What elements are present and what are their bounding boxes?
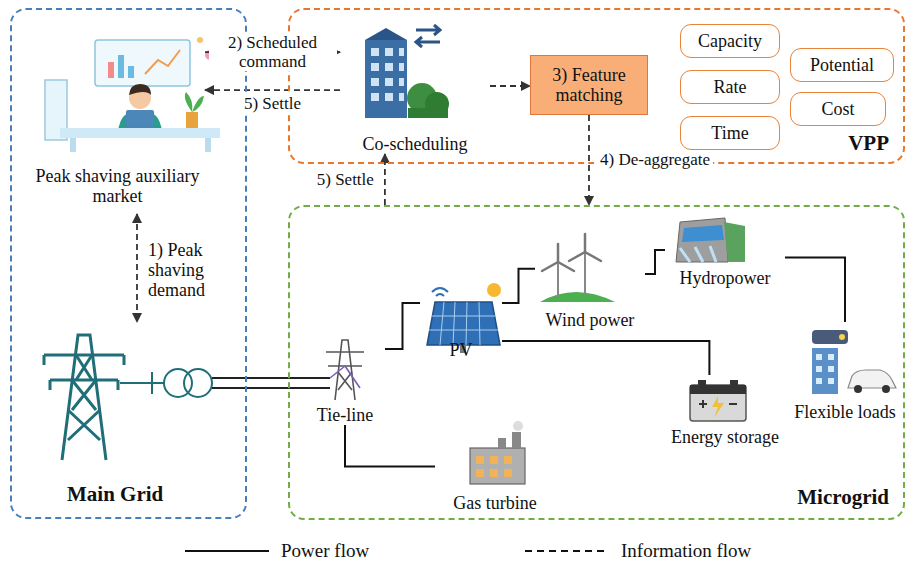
legend-item: Information flow — [525, 539, 751, 563]
feature-chip: Rate — [680, 70, 780, 104]
information-flow-line — [205, 89, 340, 91]
feature-chip: Time — [680, 116, 780, 150]
legend-text: Information flow — [621, 540, 751, 562]
main-grid-region: Main Grid Peak shaving auxiliary market — [10, 8, 247, 519]
battery-icon — [690, 380, 746, 421]
legend-text: Power flow — [281, 540, 369, 562]
legend-item: Power flow — [185, 539, 369, 563]
hydro-node: Hydropower — [665, 212, 785, 288]
power-flow-line — [345, 425, 435, 467]
gas-turbine-icon — [470, 421, 525, 484]
vpp-region: VPP Co-scheduling 3) Feature matching Capac… — [288, 8, 905, 164]
co-scheduling-icon — [365, 25, 449, 118]
transmission-tower — [44, 335, 124, 460]
node-label: PV — [449, 340, 472, 360]
node-label: Co-scheduling — [363, 134, 468, 154]
demand-arrow — [136, 214, 138, 322]
node-label: Rate — [714, 77, 747, 97]
region-title: Microgrid — [797, 485, 889, 510]
flexible-loads-icon — [812, 330, 896, 394]
node-label: Time — [711, 123, 748, 143]
flexible-loads-node: Flexible loads — [790, 322, 900, 422]
power-flow-line — [502, 269, 535, 303]
tie-line-node: Tie-line — [305, 330, 385, 425]
node-label: Gas turbine — [453, 493, 536, 513]
region-title: Main Grid — [67, 482, 163, 507]
power-flow-line — [785, 258, 845, 322]
grid-connection — [120, 369, 330, 397]
information-flow-line — [588, 115, 590, 205]
node-label: Tie-line — [317, 405, 373, 425]
information-flow-line — [384, 154, 386, 205]
edge-label: 5) Settle — [314, 170, 377, 189]
node-label: Energy storage — [671, 427, 779, 447]
legend-sample — [185, 539, 269, 563]
market-node: Peak shaving auxiliary market — [30, 30, 205, 206]
storage-node: Energy storage — [660, 375, 790, 447]
hydro-icon — [676, 218, 745, 262]
node-label: Peak shaving auxiliary market — [30, 166, 205, 206]
power-flow-line — [385, 303, 420, 349]
node-label: 3) Feature matching — [531, 65, 647, 105]
node-label: Flexible loads — [794, 402, 896, 422]
node-label: Cost — [821, 99, 854, 119]
pv-node: PV — [420, 265, 502, 360]
legend-sample — [525, 539, 609, 563]
feature-chip: Capacity — [680, 24, 780, 58]
node-label: Potential — [810, 55, 874, 75]
node-label: Wind power — [546, 310, 635, 330]
power-flow-line — [645, 250, 665, 274]
power-flow-line — [502, 341, 709, 375]
edge-label: 4) De-aggregate — [597, 150, 713, 169]
edge-label: 5) Settle — [241, 94, 304, 113]
microgrid-region: Microgrid Tie-line PV Wind power HydropowerF… — [288, 205, 905, 520]
edge-label: 2) Scheduled command — [209, 33, 337, 71]
tie-line-tower — [326, 340, 364, 400]
process-box: 3) Feature matching — [530, 55, 648, 115]
gas-turbine-node: Gas turbine — [435, 420, 555, 513]
feature-chip: Potential — [790, 48, 894, 82]
co-scheduling-node: Co-scheduling — [340, 18, 490, 154]
node-label: Capacity — [698, 31, 762, 51]
step-label: 1) Peak shaving demand — [148, 240, 240, 300]
information-flow-line — [490, 85, 530, 87]
wind-node: Wind power — [535, 228, 645, 330]
market-icon — [45, 37, 220, 152]
feature-chip: Cost — [790, 92, 886, 126]
region-title: VPP — [848, 131, 889, 156]
wind-icon — [540, 234, 615, 302]
node-label: Hydropower — [680, 268, 771, 288]
